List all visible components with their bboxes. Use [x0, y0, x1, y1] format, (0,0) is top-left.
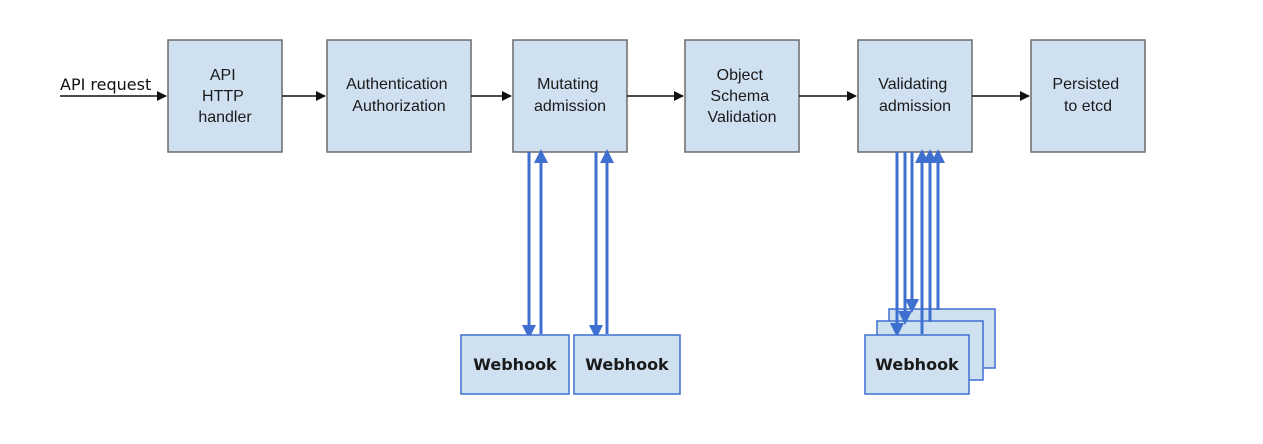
webhook-mutating-2: Webhook: [573, 334, 681, 395]
stage-validating-admission: Validating admission: [857, 39, 973, 153]
stage-box: [326, 39, 472, 153]
stage-label: Authentication Authorization: [346, 76, 452, 115]
stage-mutating-admission: Mutating admission: [512, 39, 628, 153]
stage-box: [857, 39, 973, 153]
webhook-label: Webhook: [473, 355, 557, 374]
stage-authentication-authorization: Authentication Authorization: [326, 39, 472, 153]
stage-label: Persisted to etcd: [1052, 76, 1123, 115]
stage-persisted-to-etcd: Persisted to etcd: [1030, 39, 1146, 153]
webhook-box: [573, 334, 681, 395]
api-request-label: API request: [60, 75, 151, 94]
stage-api-http-handler: API HTTP handler: [167, 39, 283, 153]
webhook-validating: Webhook: [864, 334, 970, 395]
api-request: API request: [60, 75, 167, 101]
webhook-box: [864, 334, 970, 395]
stage-box: [684, 39, 800, 153]
stage-box: [1030, 39, 1146, 153]
stage-label: API HTTP handler: [198, 67, 252, 126]
webhook-box: [460, 334, 570, 395]
webhook-mutating-1: Webhook: [460, 334, 570, 395]
stage-label: Mutating admission: [534, 76, 606, 115]
stage-box: [512, 39, 628, 153]
stage-label: Validating admission: [878, 76, 952, 115]
webhook-label: Webhook: [875, 355, 959, 374]
webhook-label: Webhook: [585, 355, 669, 374]
validating-webhook-arrows: [890, 149, 945, 337]
stage-label: Object Schema Validation: [707, 67, 776, 126]
mutating-webhook-arrows: [522, 149, 614, 339]
stage-object-schema-validation: Object Schema Validation: [684, 39, 800, 153]
